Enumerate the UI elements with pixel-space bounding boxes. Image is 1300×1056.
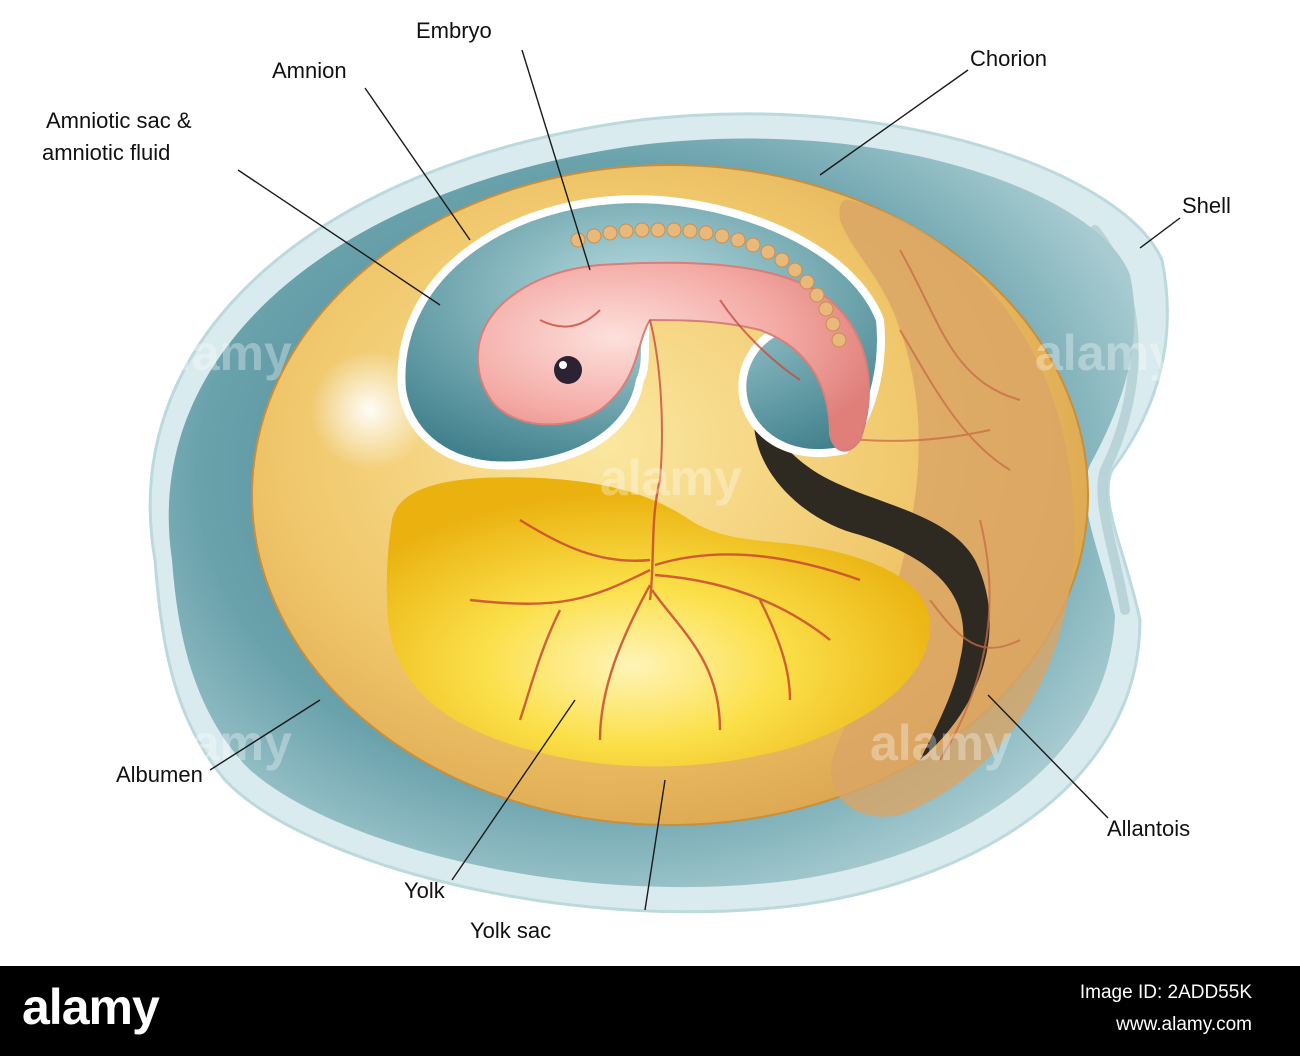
stock-footer-bar: alamy Image ID: 2ADD55K www.alamy.com [0, 966, 1300, 1056]
embryo-vessels [539, 299, 801, 481]
svg-text:alamy: alamy [870, 715, 1012, 771]
footer-url: www.alamy.com [1116, 1014, 1252, 1035]
yolk-mass [386, 477, 931, 767]
svg-text:alamy: alamy [600, 450, 742, 506]
label-yolk-sac: Yolk sac [470, 918, 551, 943]
allantois-cavity [753, 405, 990, 760]
label-shell: Shell [1182, 193, 1231, 218]
leader-lines [209, 49, 1181, 911]
svg-text:alamy: alamy [150, 325, 292, 381]
label-amniotic-sac-line1: Amniotic sac & [46, 108, 192, 133]
watermarks: alamy alamy alamy alamy alamy [150, 325, 1177, 771]
label-amnion: Amnion [272, 58, 347, 83]
embryo-body [476, 261, 870, 452]
label-embryo: Embryo [416, 18, 492, 43]
footer-image-id: Image ID: 2ADD55K [1079, 982, 1252, 1003]
label-allantois: Allantois [1107, 816, 1190, 841]
svg-text:alamy: alamy [150, 715, 292, 771]
yolk-vessels [469, 479, 861, 741]
label-amniotic-sac-line2: amniotic fluid [42, 140, 170, 165]
embryo-eye [554, 356, 582, 384]
label-yolk: Yolk [404, 878, 446, 903]
label-chorion: Chorion [970, 46, 1047, 71]
label-albumen: Albumen [116, 762, 203, 787]
embryo-eye-highlight [559, 361, 567, 369]
egg-diagram: alamy alamy alamy alamy alamy Embryo Amn… [42, 18, 1231, 943]
svg-text:alamy: alamy [1035, 325, 1177, 381]
footer-logo: alamy [22, 979, 160, 1035]
